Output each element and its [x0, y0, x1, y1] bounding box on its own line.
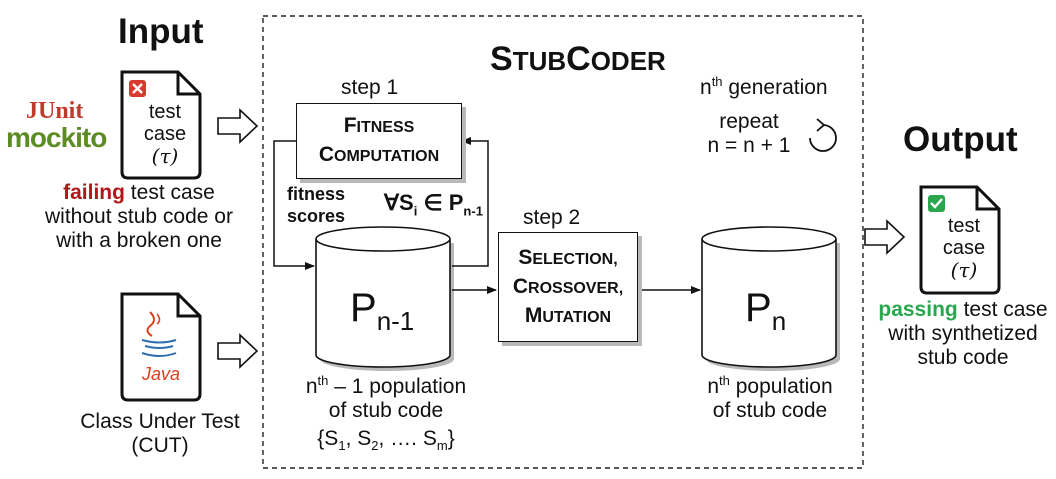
fitness-scores-arrow [273, 140, 315, 270]
population-next-cylinder [701, 226, 840, 371]
failing-label: failing [63, 181, 125, 204]
output-test-line1: test [947, 215, 981, 237]
java-cup-icon [141, 311, 177, 357]
output-test-line3: (𝜏) [950, 258, 978, 282]
repeat-label: repeat n = n + 1 [707, 110, 791, 157]
population-prev-cylinder [315, 226, 454, 371]
input-test-line3: (𝜏) [151, 144, 179, 168]
forall-label: ∀Si ∈ Pn-1 [384, 190, 483, 219]
nth-generation-label: nth generation [700, 74, 828, 99]
output-caption: passing test case with synthetized stub … [878, 298, 1048, 369]
input-caption: failing test case without stub code or w… [20, 181, 258, 253]
input-caption-line2: without stub code or [45, 205, 233, 228]
output-test-file-icon [919, 185, 1001, 295]
step1-label: step 1 [341, 76, 399, 99]
fail-x-icon [129, 80, 146, 97]
input-caption-line3: with a broken one [56, 229, 222, 252]
output-test-file-text: test case (𝜏) [929, 215, 999, 281]
fitness-computation-box: FITNESS COMPUTATION [296, 103, 462, 179]
junit-logo: JUnit [26, 98, 84, 124]
prev-population-caption: nth – 1 population of stub code {S1, S2,… [305, 373, 467, 454]
mockito-logo: mockito [6, 122, 107, 153]
check-icon [928, 195, 945, 212]
cut-caption: Class Under Test (CUT) [40, 410, 280, 458]
repeat-loop-icon [809, 118, 837, 152]
stubcoder-container [262, 15, 864, 469]
next-population-caption: nth population of stub code [707, 373, 833, 422]
input-test-line2: case [143, 123, 187, 145]
cut-block-arrow [217, 333, 259, 369]
cut-line2: (CUT) [131, 434, 189, 457]
selection-crossover-mutation-box: SELECTION, CROSSOVER, MUTATION [498, 232, 638, 342]
stubcoder-title: STUBCODER [490, 40, 666, 78]
population-prev-label: Pn-1 [350, 286, 415, 336]
passing-label: passing [878, 298, 958, 321]
cut-line1: Class Under Test [80, 410, 240, 433]
input-block-arrow [217, 108, 259, 144]
output-heading: Output [903, 120, 1018, 159]
evaluate-arrow [452, 137, 489, 267]
input-caption-rest: test case [124, 181, 215, 204]
step2-label: step 2 [523, 206, 581, 229]
output-test-line2: case [942, 237, 986, 259]
input-heading: Input [118, 12, 204, 51]
java-logo: Java [141, 364, 181, 384]
input-test-line1: test [148, 101, 182, 123]
input-test-file-icon [120, 70, 202, 180]
population-next-label: Pn [745, 286, 787, 336]
input-test-file-text: test case (𝜏) [130, 101, 200, 167]
output-block-arrow [864, 219, 906, 255]
fitness-scores-label: fitness scores [286, 184, 346, 226]
